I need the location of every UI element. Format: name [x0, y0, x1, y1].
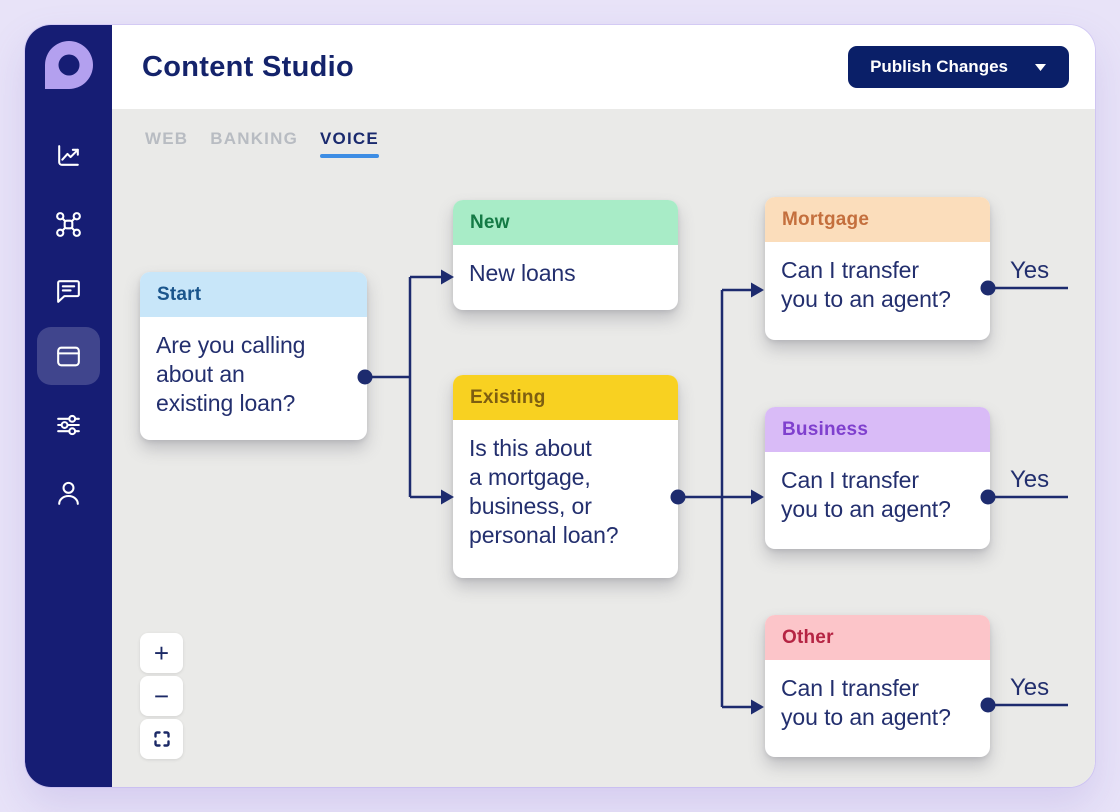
flow-node-existing[interactable]: Existing Is this about a mortgage, busin… [453, 375, 678, 578]
zoom-in-button[interactable]: + [140, 633, 183, 673]
sidebar-item-profile[interactable] [37, 463, 100, 521]
node-body-existing: Is this about a mortgage, business, or p… [469, 435, 619, 548]
tab-voice[interactable]: VOICE [320, 129, 379, 158]
node-header-existing: Existing [453, 375, 678, 420]
user-icon [58, 481, 79, 505]
minus-icon: − [153, 680, 170, 711]
plus-icon: + [153, 637, 170, 668]
network-icon [56, 211, 81, 237]
channel-tabs: WEB BANKING VOICE [145, 129, 379, 158]
node-body-new: New loans [469, 260, 576, 286]
tab-banking[interactable]: BANKING [210, 129, 298, 148]
node-header-new: New [453, 200, 678, 245]
node-body-start: Are you calling about an existing loan? [156, 332, 306, 416]
tab-web[interactable]: WEB [145, 129, 189, 148]
chat-icon [57, 279, 80, 303]
header-bar: Content Studio Publish Changes [112, 25, 1095, 109]
sidebar [25, 25, 112, 787]
publish-changes-label: Publish Changes [870, 57, 1008, 76]
sidebar-item-conversations[interactable] [37, 262, 100, 320]
sliders-icon [57, 414, 80, 435]
publish-changes-button[interactable]: Publish Changes [848, 46, 1069, 88]
edge-label-yes-business: Yes [1010, 466, 1049, 493]
node-body-mortgage: Can I transfer you to an agent? [781, 257, 951, 312]
node-header-mortgage: Mortgage [765, 197, 990, 242]
node-body-other: Can I transfer you to an agent? [781, 675, 951, 730]
node-header-other: Other [765, 615, 990, 660]
sidebar-item-flows[interactable] [37, 195, 100, 253]
sidebar-item-content[interactable] [37, 327, 100, 385]
flow-node-other[interactable]: Other Can I transfer you to an agent? [765, 615, 990, 757]
sidebar-item-settings[interactable] [37, 395, 100, 453]
flow-node-new[interactable]: New New loans [453, 200, 678, 310]
arrowhead-icon [751, 282, 764, 298]
arrowhead-icon [751, 489, 764, 505]
node-header-start: Start [140, 272, 367, 317]
flow-node-mortgage[interactable]: Mortgage Can I transfer you to an agent? [765, 197, 990, 340]
card-icon [57, 346, 80, 366]
flow-node-start[interactable]: Start Are you calling about an existing … [140, 272, 367, 440]
edge-label-yes-mortgage: Yes [1010, 257, 1049, 284]
line-chart-icon [58, 144, 79, 166]
flow-canvas[interactable]: WEB BANKING VOICE Start Are you calling … [112, 109, 1095, 787]
caret-down-icon [1035, 63, 1046, 71]
fit-view-button[interactable] [140, 719, 183, 759]
sidebar-item-analytics[interactable] [37, 126, 100, 184]
node-body-business: Can I transfer you to an agent? [781, 467, 951, 522]
node-header-business: Business [765, 407, 990, 452]
page-title: Content Studio [142, 50, 354, 83]
flow-node-business[interactable]: Business Can I transfer you to an agent? [765, 407, 990, 549]
zoom-out-button[interactable]: − [140, 676, 183, 716]
app-window: Content Studio Publish Changes WEB BANKI… [25, 25, 1095, 787]
zoom-controls: + − [140, 633, 183, 762]
fit-screen-icon [153, 731, 170, 747]
brand-logo [40, 38, 96, 94]
arrowhead-icon [751, 699, 764, 715]
edge-label-yes-other: Yes [1010, 674, 1049, 701]
